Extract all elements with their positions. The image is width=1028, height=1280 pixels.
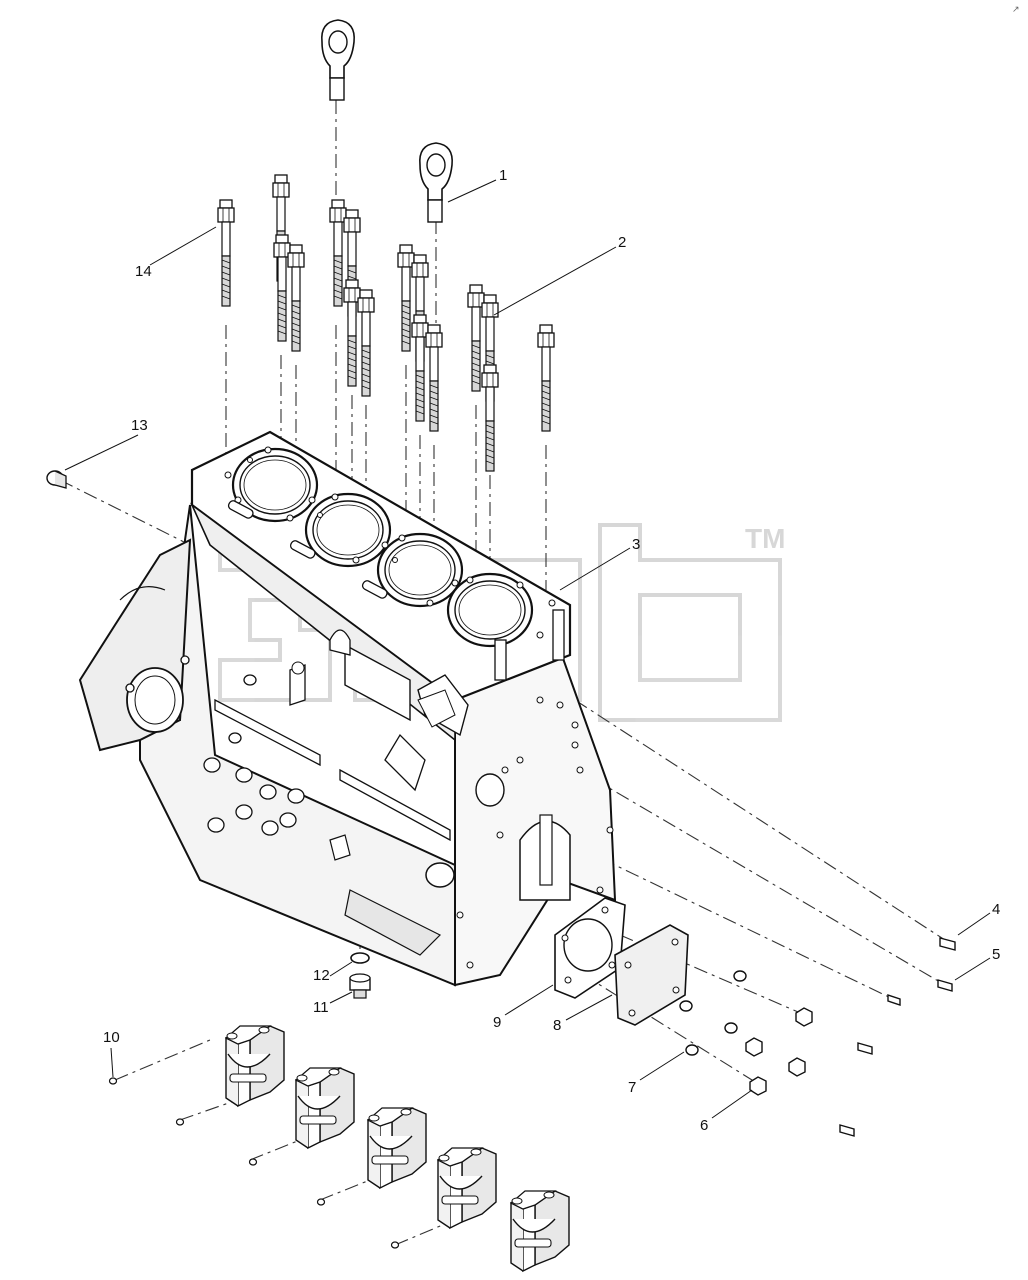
plug-13 (46, 470, 67, 489)
lifting-eye-front (419, 142, 453, 223)
callout-10: 10 (103, 1029, 120, 1046)
corner-mark: ↗ (1012, 4, 1020, 14)
lifting-eye-rear (321, 19, 355, 101)
callout-12: 12 (313, 967, 330, 984)
watermark-trademark: TM (745, 523, 785, 554)
callout-2: 2 (618, 234, 626, 251)
cover-plate-8 (614, 924, 689, 1026)
callout-3: 3 (632, 536, 640, 553)
callout-14: 14 (135, 263, 152, 280)
callout-1: 1 (499, 167, 507, 184)
drain-plug-11 (349, 973, 371, 999)
callout-5: 5 (992, 946, 1000, 963)
callout-labels: 1 2 3 4 5 6 7 8 9 10 11 12 13 14 (103, 167, 1000, 1134)
washer-12 (350, 952, 370, 964)
fasteners (679, 937, 956, 1137)
gasket-9 (554, 897, 626, 999)
callout-8: 8 (553, 1017, 561, 1034)
callout-9: 9 (493, 1014, 501, 1031)
callout-6: 6 (700, 1117, 708, 1134)
cap-bolts-10 (108, 1077, 400, 1249)
callout-11: 11 (313, 999, 329, 1016)
head-bolts (217, 174, 555, 472)
callout-13: 13 (131, 417, 148, 434)
callout-4: 4 (992, 901, 1000, 918)
cylinder-block (78, 430, 617, 987)
callout-7: 7 (628, 1079, 636, 1096)
leader-lines (64, 179, 991, 1119)
